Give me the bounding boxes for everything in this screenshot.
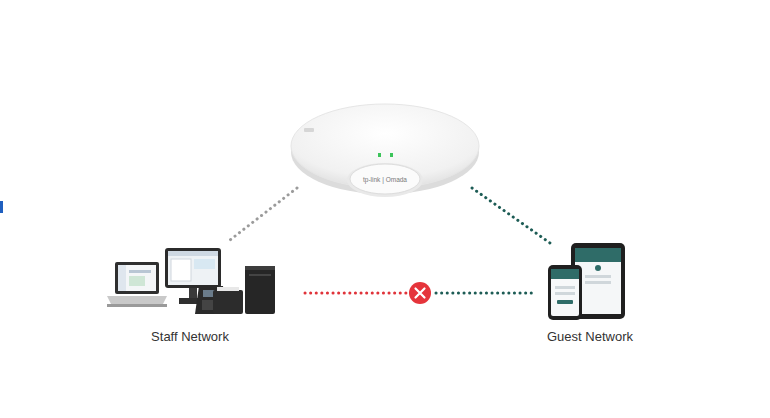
- dotted-line: [436, 292, 535, 295]
- edge-marker: [0, 201, 3, 213]
- access-point-illustration: [290, 100, 480, 200]
- connector: [230, 188, 297, 240]
- connector: [472, 188, 550, 243]
- dotted-line: [472, 188, 550, 243]
- network-label: Staff Network: [95, 329, 285, 344]
- guest-network-illustration: [535, 238, 645, 322]
- blocked-symbol: [409, 282, 431, 304]
- access-point: tp-link | Omada: [290, 100, 480, 200]
- blocked-symbol: [416, 289, 425, 298]
- guest-network: Guest Network: [535, 238, 645, 350]
- connector: [305, 282, 535, 304]
- edge-marker: [0, 201, 4, 213]
- logo-text: tp-link | Omada: [290, 176, 480, 183]
- network-label: Guest Network: [535, 329, 645, 344]
- staff-network: Staff Network: [95, 240, 285, 350]
- dotted-line: [230, 188, 297, 240]
- staff-network-illustration: [95, 240, 285, 322]
- dotted-line: [305, 292, 406, 295]
